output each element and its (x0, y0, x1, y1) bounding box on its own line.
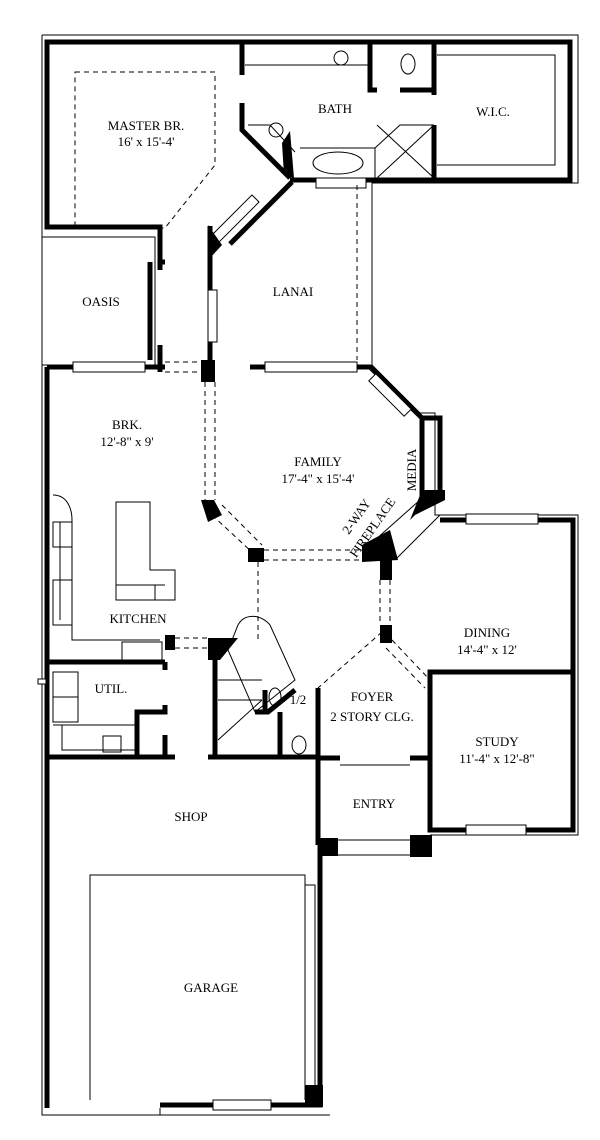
wic-label: W.I.C. (476, 104, 510, 119)
sink-icon (333, 50, 349, 66)
foyer-label: FOYER (351, 689, 394, 704)
master-bedroom-size: 16' x 15'-4' (118, 134, 175, 149)
toilet-icon (291, 735, 307, 755)
lanai-label: LANAI (273, 284, 313, 299)
media-label: MEDIA (404, 448, 419, 491)
dining-label: DINING (464, 625, 510, 640)
kitchen-label: KITCHEN (109, 611, 167, 626)
window (315, 177, 367, 189)
brk-size: 12'-8" x 9' (100, 434, 153, 449)
door-stub (37, 678, 47, 685)
master-bedroom-label: MASTER BR. (108, 118, 185, 133)
kitchen-util-stair (37, 494, 318, 760)
sink-icon (268, 122, 284, 138)
sink-icon (268, 687, 282, 707)
garage (89, 874, 330, 1116)
family-size: 17'-4" x 15'-4' (282, 471, 355, 486)
garage-label: GARAGE (184, 980, 238, 995)
master-suite-walls (44, 39, 573, 262)
bathtub-icon (312, 151, 364, 175)
oasis-label: OASIS (82, 294, 120, 309)
window (207, 289, 218, 343)
shop-label: SHOP (174, 809, 207, 824)
main-house-walls (44, 360, 576, 1108)
study-size: 11'-4" x 12'-8" (459, 751, 534, 766)
window (465, 513, 539, 525)
util-label: UTIL. (95, 681, 128, 696)
study-label: STUDY (475, 734, 519, 749)
lanai-oasis-walls (147, 180, 358, 372)
outer-outline (41, 34, 579, 1116)
bath-label: BATH (318, 101, 352, 116)
window (368, 373, 412, 417)
entry-label: ENTRY (353, 796, 396, 811)
window (264, 361, 358, 373)
window (72, 361, 146, 373)
foyer-size: 2 STORY CLG. (330, 709, 413, 724)
brk-label: BRK. (112, 417, 142, 432)
toilet-icon (400, 53, 416, 75)
garage-window (212, 1099, 272, 1111)
half-bath-label: 1/2 (290, 692, 307, 707)
window (465, 824, 527, 836)
dining-size: 14'-4" x 12' (457, 642, 517, 657)
family-label: FAMILY (294, 454, 342, 469)
family-room (201, 490, 445, 640)
